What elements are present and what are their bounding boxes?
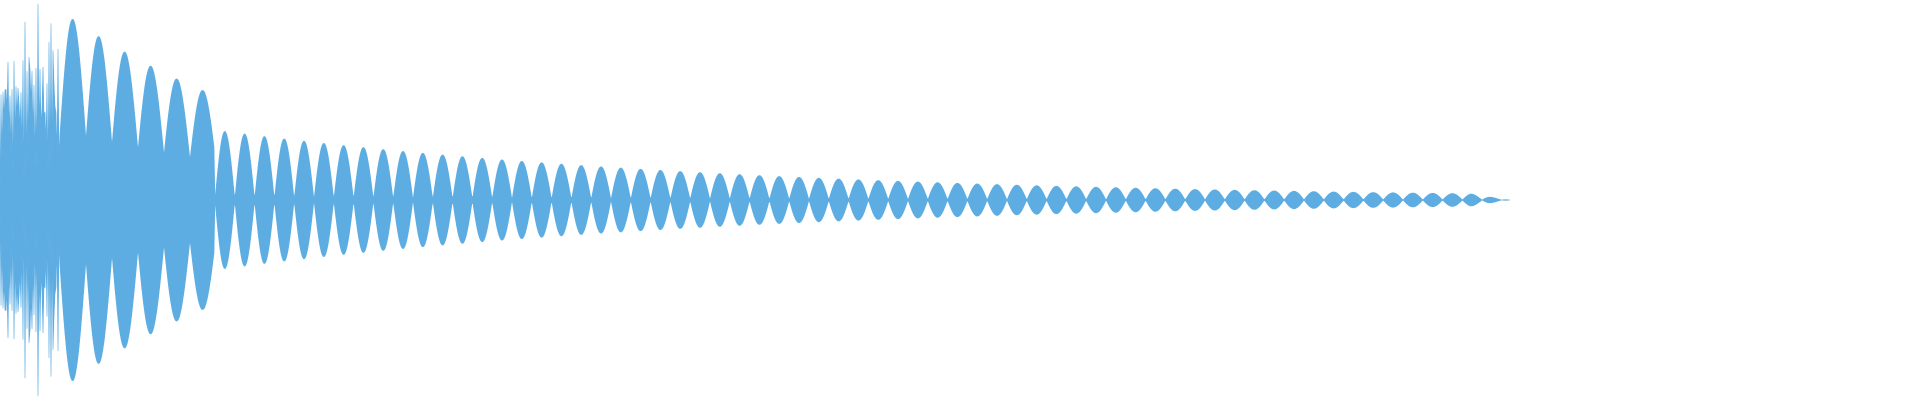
- waveform-envelope: [0, 3, 1511, 397]
